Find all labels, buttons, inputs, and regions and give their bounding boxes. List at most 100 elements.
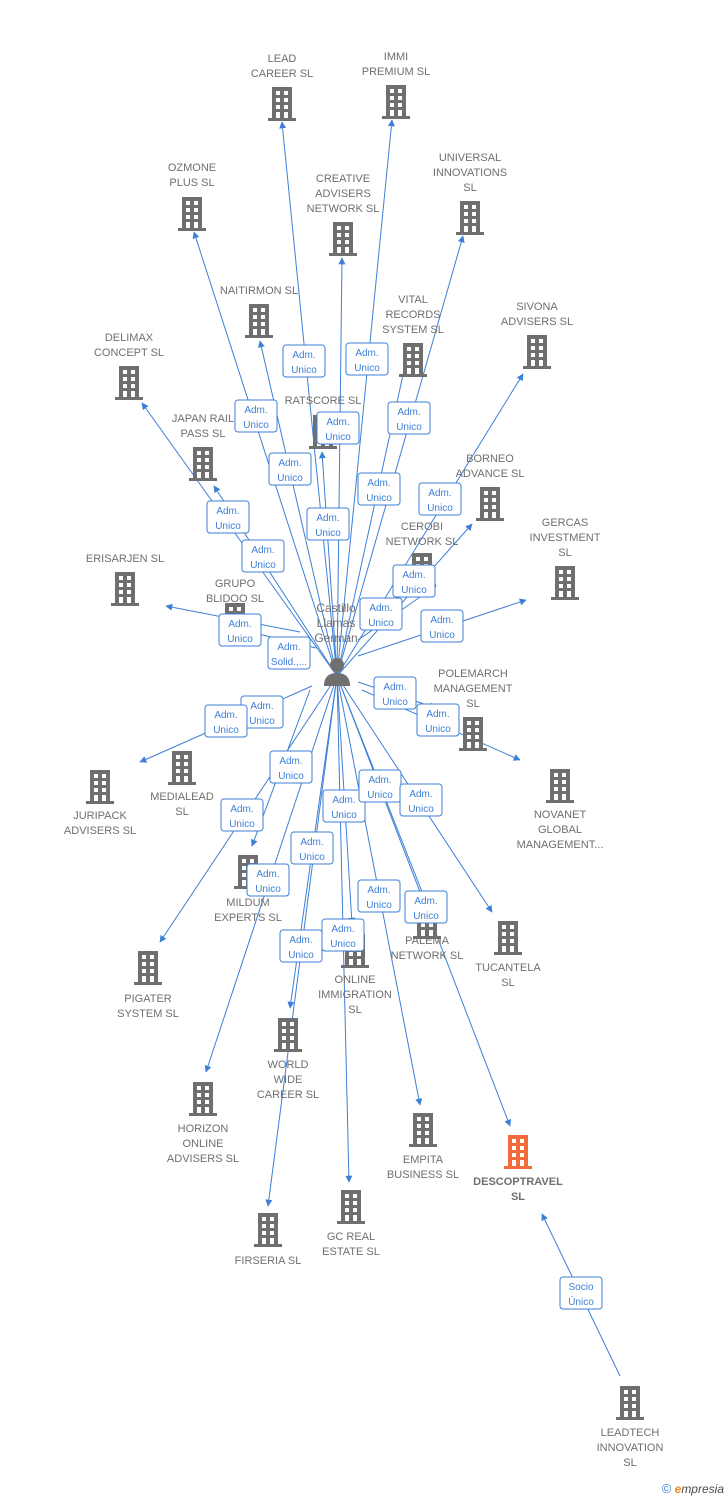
role-badge[interactable]: Adm.Unico: [241, 539, 285, 573]
company-label-line: NAITIRMON SL: [220, 285, 298, 297]
company-label-line: ADVISERS SL: [64, 825, 136, 837]
company-label-line: IMMI: [384, 51, 408, 63]
role-badge[interactable]: Adm.Unico: [387, 401, 431, 435]
badge-box: [241, 539, 285, 573]
role-badge[interactable]: Adm.Unico: [357, 879, 401, 913]
relation-edge: [279, 121, 338, 677]
company-node-naitirmon[interactable]: NAITIRMON SL: [220, 285, 298, 338]
company-label-line: DELIMAX: [105, 332, 154, 344]
badge-box: [373, 676, 417, 710]
role-badge[interactable]: Adm.Unico: [204, 704, 248, 738]
brand-logo-e: e: [674, 1482, 682, 1496]
badge-text: Adm.: [289, 935, 312, 946]
role-badge[interactable]: Adm.Unico: [345, 342, 389, 376]
building-icon: [476, 487, 504, 521]
role-badge[interactable]: Adm.Unico: [420, 609, 464, 643]
building-icon: [551, 566, 579, 600]
role-badge[interactable]: Adm.Unico: [279, 929, 323, 963]
badge-text: Unico: [354, 363, 380, 374]
role-badge[interactable]: Adm.Unico: [359, 597, 403, 631]
company-label-line: HORIZON: [178, 1123, 229, 1135]
role-badge[interactable]: Adm.Unico: [399, 783, 443, 817]
role-badge[interactable]: Adm. Unico: [321, 918, 365, 952]
building-icon: [504, 1135, 532, 1169]
role-badge[interactable]: Adm.Unico: [322, 789, 366, 823]
role-badge[interactable]: Adm.Unico: [240, 695, 284, 729]
badge-box: [267, 636, 311, 670]
role-badge[interactable]: Adm.Unico: [218, 613, 262, 647]
badge-text: Adm.: [428, 488, 451, 499]
role-badge[interactable]: Adm.Unico: [404, 890, 448, 924]
company-node-novanet[interactable]: NOVANETGLOBALMANAGEMENT...: [517, 769, 604, 851]
badge-text: Unico: [396, 422, 422, 433]
role-badge[interactable]: Adm.Unico: [268, 452, 312, 486]
role-badge[interactable]: Adm.Unico: [418, 482, 462, 516]
role-badge[interactable]: Adm.Unico: [206, 500, 250, 534]
role-badge[interactable]: Adm.Unico: [416, 703, 460, 737]
building-icon: [546, 769, 574, 803]
badge-text: Adm.: [331, 924, 354, 935]
company-node-ratscore[interactable]: RATSCORE SL: [285, 395, 362, 449]
company-node-erisarjen[interactable]: ERISARJEN SL: [86, 553, 164, 606]
company-label-line: CEROBI: [401, 521, 443, 533]
company-label-line: BLIDOO SL: [206, 593, 264, 605]
badge-box: [204, 704, 248, 738]
role-badge[interactable]: Adm.Unico: [269, 750, 313, 784]
empresia-footer[interactable]: © empresia: [662, 1481, 724, 1496]
role-badge[interactable]: Adm.Unico: [282, 344, 326, 378]
role-badge[interactable]: Adm.Unico: [392, 564, 436, 598]
role-badge[interactable]: Adm.Unico: [306, 507, 350, 541]
badge-text: Unico: [368, 618, 394, 629]
company-label-line: LEADTECH: [601, 1427, 660, 1439]
badge-box: [218, 613, 262, 647]
role-badge[interactable]: Adm.Unico: [290, 831, 334, 865]
role-badge[interactable]: Adm.Unico: [316, 411, 360, 445]
relation-edge: [192, 231, 338, 677]
company-label-line: SL: [175, 806, 188, 818]
badge-text: Adm.: [251, 545, 274, 556]
building-icon: [409, 1113, 437, 1147]
role-badge[interactable]: Adm.Unico: [358, 769, 402, 803]
badge-text: Unico: [330, 939, 356, 950]
role-badge[interactable]: Adm.Solid.,...: [267, 636, 311, 670]
role-badge[interactable]: Adm.Unico: [246, 863, 290, 897]
role-badge[interactable]: Adm.Unico: [234, 399, 278, 433]
role-badge[interactable]: Adm.Unico: [357, 472, 401, 506]
role-badge[interactable]: Adm.Unico: [220, 798, 264, 832]
company-node-firseria[interactable]: FIRSERIA SL: [235, 1213, 302, 1267]
badge-text: Unico: [249, 716, 275, 727]
badge-text: Unico: [315, 528, 341, 539]
building-icon: [115, 366, 143, 400]
role-badge[interactable]: Adm.Unico: [373, 676, 417, 710]
building-icon: [254, 1213, 282, 1247]
person-node[interactable]: Castillo Llamas German: [314, 601, 358, 686]
